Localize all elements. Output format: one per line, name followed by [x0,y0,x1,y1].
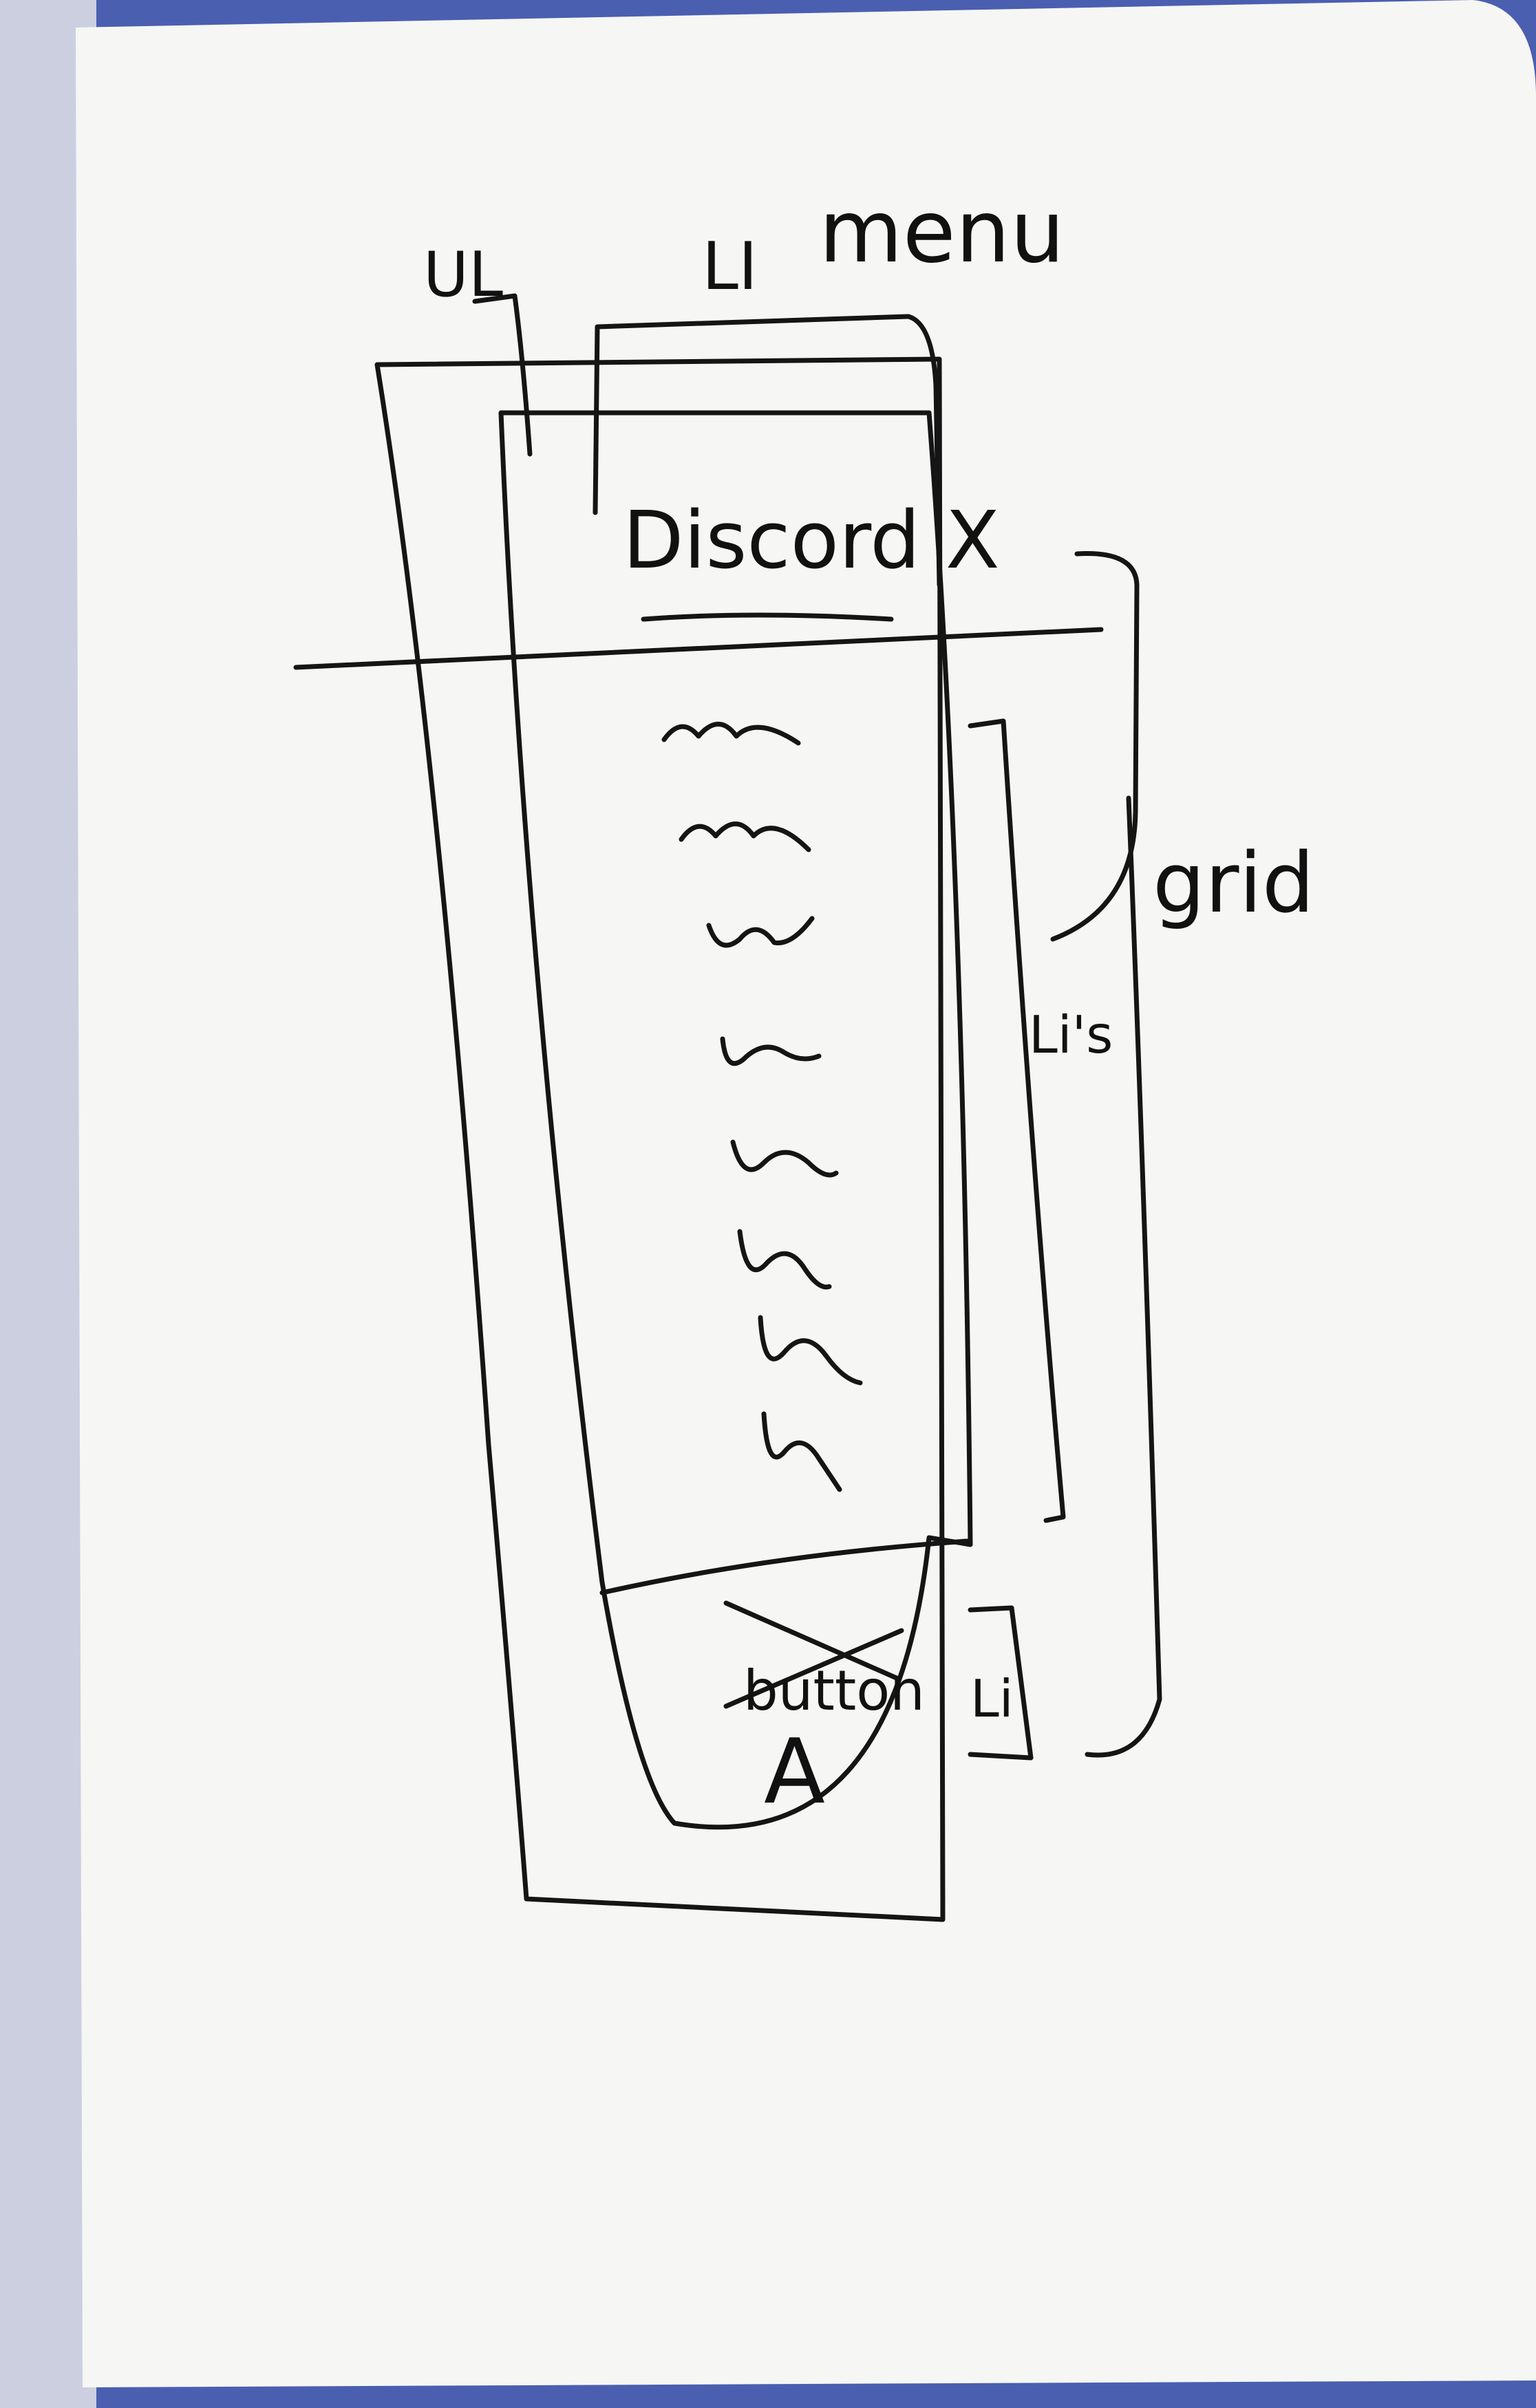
ul-pointer [472,293,533,457]
header-underline [641,612,894,622]
wavy-item-8 [761,1411,842,1492]
lis-bracket [968,718,1066,1523]
button-li-label: Li [970,1668,1014,1729]
button-li-bracket [968,1605,1034,1761]
paper-sheet [76,0,1536,2387]
li-bracket [593,314,942,588]
wavy-list-items [661,722,863,1492]
wavy-item-5 [730,1139,839,1178]
button-crossed-label: button [743,1659,925,1723]
ul-outline [374,356,946,1922]
menu-label: menu [819,182,1065,282]
button-crossout-line-1 [723,1600,901,1681]
lis-label: Li's [1029,1004,1113,1065]
wavy-item-7 [758,1315,863,1386]
menu-grid-outline [498,410,973,1830]
wavy-item-2 [679,821,811,852]
grid-brace [1050,551,1140,942]
header-text: Discord X [623,495,1000,587]
button-divider [599,1538,970,1595]
li-label: LI [702,229,758,305]
wavy-item-4 [720,1036,822,1066]
grid-label: grid [1153,836,1314,932]
button-crossout-line-2 [723,1628,904,1709]
header-divider [293,627,1104,670]
wavy-item-1 [661,722,801,746]
wavy-item-6 [737,1229,832,1290]
wavy-item-3 [706,916,815,948]
ul-label: UL [423,239,503,311]
grid-brace-lower [1085,795,1162,1758]
anchor-label: A [764,1719,825,1824]
